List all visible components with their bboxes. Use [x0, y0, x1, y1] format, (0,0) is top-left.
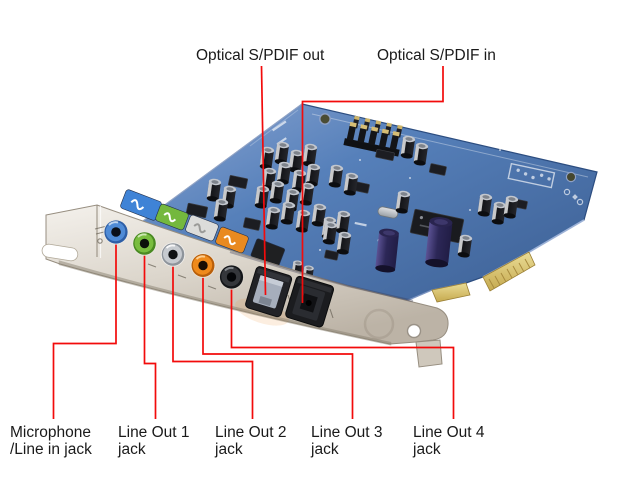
label-line-out-1: Line Out 1 jack — [117, 424, 190, 458]
crystal-oscillator — [377, 206, 399, 219]
spdif-in-line — [301, 66, 444, 303]
pcie-edge-connector — [431, 251, 536, 303]
svg-text:Line Out 3: Line Out 3 — [311, 424, 383, 441]
label-line-out-4: Line Out 4 jack — [412, 424, 485, 458]
svg-text:Microphone: Microphone — [10, 424, 91, 441]
pcb-silkscreen — [0, 72, 584, 263]
line-out-3-jack — [190, 253, 216, 278]
svg-text:Line Out 4: Line Out 4 — [413, 424, 485, 441]
analog-jacks — [103, 219, 245, 290]
svg-text:Line Out 2: Line Out 2 — [215, 424, 287, 441]
label-optical-spdif-out: Optical S/PDIF out — [196, 47, 325, 64]
label-mic-line-in: Microphone /Line in jack — [10, 424, 92, 458]
optical-ports — [245, 266, 335, 328]
svg-text:Line Out 1: Line Out 1 — [118, 424, 190, 441]
lo3-line — [202, 265, 354, 419]
callout-labels: Optical S/PDIF out Optical S/PDIF in Mic… — [10, 47, 496, 458]
label-line-out-3: Line Out 3 jack — [310, 424, 383, 458]
lo1-line — [143, 243, 157, 419]
callout-lines-top — [260, 65, 444, 303]
label-optical-spdif-in: Optical S/PDIF in — [377, 47, 496, 64]
svg-text:jack: jack — [310, 441, 339, 458]
spdif-out-line — [260, 65, 267, 296]
optical-spdif-out-port — [245, 266, 293, 318]
callout-lines-bottom — [52, 232, 455, 419]
microphone-line-in-jack — [103, 219, 129, 245]
line-out-1-jack — [132, 231, 157, 256]
lo2-line — [172, 254, 254, 419]
line-out-4-jack — [218, 264, 245, 290]
svg-text:/Line in jack: /Line in jack — [10, 441, 92, 458]
svg-text:jack: jack — [214, 441, 243, 458]
jack-housings — [120, 189, 285, 267]
svg-text:jack: jack — [412, 441, 441, 458]
line-out-2-jack — [160, 242, 186, 267]
optical-spdif-in-port — [285, 275, 335, 328]
lo4-line — [230, 277, 455, 419]
label-line-out-2: Line Out 2 jack — [214, 424, 287, 458]
svg-text:jack: jack — [117, 441, 146, 458]
mic-line — [52, 232, 117, 419]
pcb-mounting-holes — [319, 113, 577, 183]
